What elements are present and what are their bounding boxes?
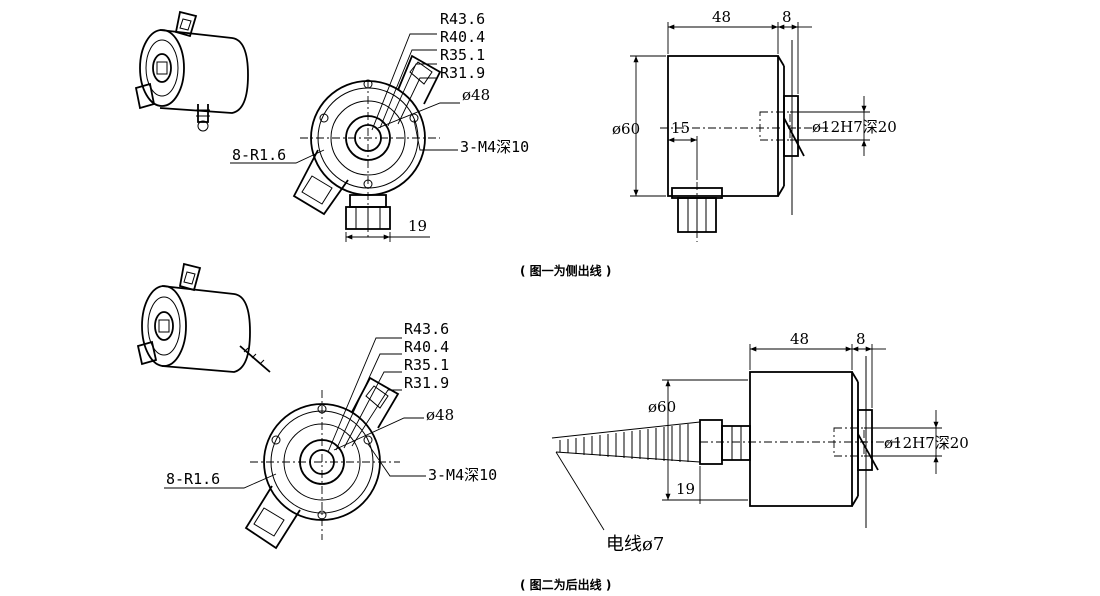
fig2-side-bore: ø12H7深20: [884, 434, 969, 452]
fig2-radius-0: R43.6: [404, 320, 449, 338]
iso-view-1: [134, 10, 249, 132]
fig1-side-48: 48: [712, 8, 731, 26]
fig2-side-19: 19: [676, 480, 695, 498]
fig2-radius-2: R35.1: [404, 356, 449, 374]
fig1-radius-3: R31.9: [440, 64, 485, 82]
fig1-tapped: 3-M4深10: [460, 138, 529, 156]
fig1-radius-0: R43.6: [440, 10, 485, 28]
fig2-side-8: 8: [856, 330, 866, 348]
figure1-caption: ( 图一为侧出线 ): [520, 264, 612, 278]
fig2-radius-1: R40.4: [404, 338, 449, 356]
fig1-radius-1: R40.4: [440, 28, 485, 46]
side-view-1: 48 8 ø60 15 ø12H7深20: [612, 8, 897, 242]
fig1-dia48: ø48: [462, 86, 490, 104]
fig2-tapped: 3-M4深10: [428, 466, 497, 484]
iso-view-2: [136, 262, 271, 373]
front-view-2: R43.6 R40.4 R35.1 R31.9 ø48 3-M4深10 8-R1…: [164, 320, 497, 550]
fig1-side-15: 15: [671, 119, 690, 137]
fig1-side-8: 8: [782, 8, 792, 26]
fig2-cable-label: 电线ø7: [606, 534, 664, 555]
fig1-slots: 8-R1.6: [232, 146, 286, 164]
fig2-dia48: ø48: [426, 406, 454, 424]
front-view-1: 19 R43.6 R40.4 R35.1 R31.9 ø48 3-M4深10 8…: [230, 10, 529, 242]
fig1-dim-19: 19: [408, 217, 427, 235]
fig2-radius-3: R31.9: [404, 374, 449, 392]
fig1-radius-2: R35.1: [440, 46, 485, 64]
fig2-side-48: 48: [790, 330, 809, 348]
fig1-side-bore: ø12H7深20: [812, 118, 897, 136]
fig1-side-dia60: ø60: [612, 120, 640, 138]
fig2-slots: 8-R1.6: [166, 470, 220, 488]
fig2-side-dia60: ø60: [648, 398, 676, 416]
figure2-caption: ( 图二为后出线 ): [520, 578, 612, 592]
side-view-2: 48 8 ø60 19 ø12H7深20 电线ø7: [551, 330, 969, 555]
